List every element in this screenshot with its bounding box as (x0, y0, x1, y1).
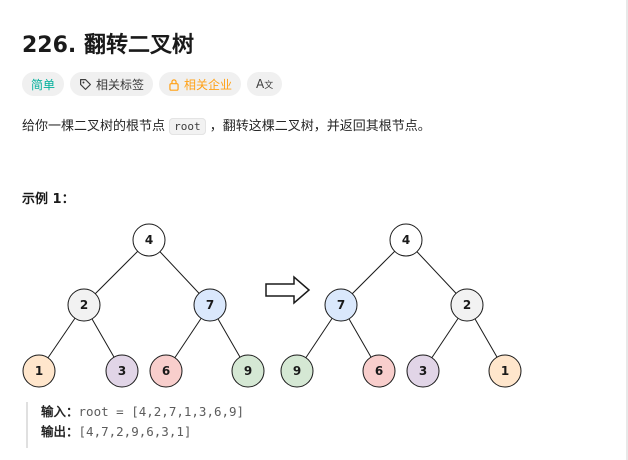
tree-node-label: 3 (419, 364, 427, 378)
related-tags-label: 相关标签 (96, 77, 145, 92)
font-toggle-cjk: 文 (264, 81, 274, 91)
tree-node (231, 354, 265, 388)
tree-node (389, 223, 423, 257)
right-arrow-icon (265, 275, 311, 305)
original-tree-nodes (22, 223, 265, 388)
input-label: 输入： (41, 404, 79, 419)
tree-node-label: 3 (118, 364, 126, 378)
tree-node (22, 354, 56, 388)
example-title: 示例 1： (22, 192, 75, 207)
tree-node (488, 354, 522, 388)
example-input-line: 输入：root = [4,2,7,1,3,6,9] (41, 402, 586, 422)
description-suffix: ，翻转这棵二叉树，并返回其根节点。 (205, 119, 431, 134)
example-output-line: 输出：[4,7,2,9,6,3,1] (41, 422, 586, 442)
related-companies-label: 相关企业 (184, 77, 233, 92)
input-value: root = [4,2,7,1,3,6,9] (78, 404, 245, 419)
tree-node-label: 7 (337, 298, 345, 312)
tree-node (149, 354, 183, 388)
description-prefix: 给你一棵二叉树的根节点 (22, 119, 170, 134)
related-tags-button[interactable]: 相关标签 (70, 72, 154, 96)
tree-node-label: 7 (206, 298, 214, 312)
tree-node (132, 223, 166, 257)
tree-node-label: 4 (402, 233, 410, 247)
description-code-root: root (169, 118, 206, 135)
example-tree-image: 4 2 7 1 3 6 9 4 7 2 9 6 3 1 (22, 223, 522, 388)
example-io-block: 输入：root = [4,2,7,1,3,6,9] 输出：[4,7,2,9,6,… (26, 402, 586, 448)
tree-node (406, 354, 440, 388)
original-tree-labels: 4 2 7 1 3 6 9 (35, 233, 252, 378)
tree-node (67, 288, 101, 322)
tree-node-label: 4 (145, 233, 153, 247)
lock-icon (168, 78, 180, 91)
inverted-tree-nodes (280, 223, 522, 388)
tree-node-label: 2 (80, 298, 88, 312)
font-toggle-latin: A (256, 77, 265, 91)
tree-node-label: 6 (162, 364, 170, 378)
problem-title: 226. 翻转二叉树 (22, 33, 194, 58)
related-companies-button[interactable]: 相关企业 (159, 72, 242, 96)
tree-node-label: 9 (244, 364, 252, 378)
tag-icon (79, 78, 92, 91)
tree-node (362, 354, 396, 388)
font-toggle-icon: A文 (256, 77, 273, 91)
tree-node (324, 288, 358, 322)
tree-node-label: 1 (501, 364, 509, 378)
font-toggle-button[interactable]: A文 (247, 72, 283, 96)
inverted-tree-labels: 4 7 2 9 6 3 1 (293, 233, 509, 378)
tree-node (280, 354, 314, 388)
output-value: [4,7,2,9,6,3,1] (78, 424, 192, 439)
tree-node-label: 1 (35, 364, 43, 378)
panel-scrollbar[interactable] (626, 0, 628, 460)
tree-node (105, 354, 139, 388)
tree-node (193, 288, 227, 322)
output-label: 输出： (41, 424, 79, 439)
tree-node-label: 2 (463, 298, 471, 312)
problem-description: 给你一棵二叉树的根节点 root ，翻转这棵二叉树，并返回其根节点。 (22, 115, 431, 135)
tag-row: 简单 相关标签 相关企业 A文 (22, 72, 283, 96)
tree-node-label: 9 (293, 364, 301, 378)
difficulty-badge[interactable]: 简单 (22, 72, 65, 96)
tree-node-label: 6 (375, 364, 383, 378)
tree-node (450, 288, 484, 322)
